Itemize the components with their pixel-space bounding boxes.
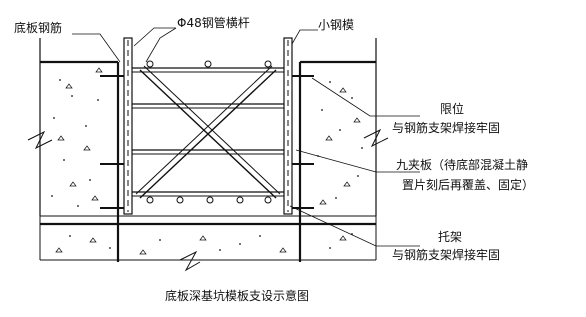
label-small-form: 小钢模 bbox=[318, 18, 355, 32]
figure-caption: 底板深基坑模板支设示意图 bbox=[165, 289, 310, 303]
aggregate-triangles bbox=[55, 67, 361, 255]
right-small-steel-form bbox=[283, 37, 293, 215]
right-concrete-block bbox=[290, 38, 389, 217]
concrete-texture bbox=[51, 79, 363, 251]
label-plywood-line1: 九夹板（待底部混凝土静 bbox=[396, 158, 529, 172]
left-concrete-block bbox=[27, 38, 130, 217]
label-limit-title: 限位 bbox=[440, 102, 465, 116]
pipe-end-circles bbox=[146, 60, 272, 204]
label-limit-desc: 与钢筋支架焊接牢固 bbox=[392, 121, 501, 135]
limit-stubs bbox=[100, 75, 314, 209]
cross-braces bbox=[135, 65, 281, 199]
horizontal-steel-pipes bbox=[132, 67, 284, 197]
label-base-rebar: 底板钢筋 bbox=[14, 21, 63, 35]
label-bracket-desc: 与钢筋支架焊接牢固 bbox=[392, 248, 501, 262]
label-plywood-line2: 置片刻后再覆盖、固定） bbox=[402, 178, 535, 192]
label-steel-pipe: Φ48钢管横杆 bbox=[177, 16, 250, 30]
label-bracket-title: 托架 bbox=[438, 230, 463, 244]
leader-lines bbox=[72, 27, 420, 247]
left-small-steel-form bbox=[123, 37, 133, 215]
